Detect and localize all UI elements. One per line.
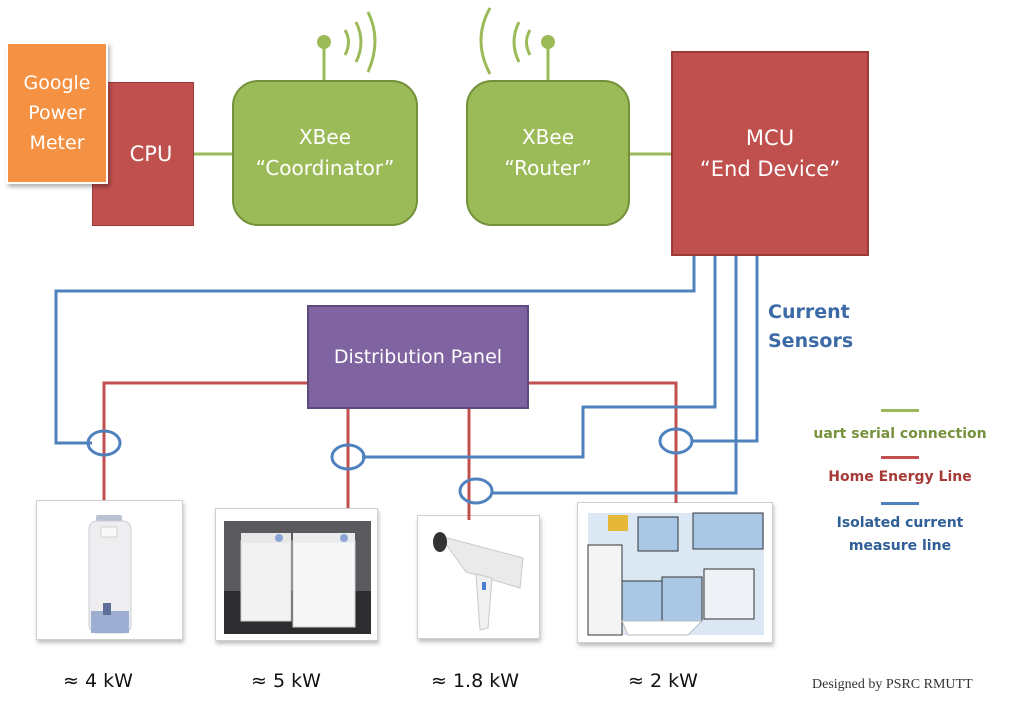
xbee-coordinator-node: XBee “Coordinator”: [232, 80, 418, 226]
legend-swatch-energy: [881, 456, 919, 459]
gpm-line-2: Power: [28, 102, 86, 124]
xbee-router-node: XBee “Router”: [466, 80, 630, 226]
sensor-3: [458, 477, 494, 505]
panel-label: Distribution Panel: [333, 346, 503, 368]
credit-text: Designed by PSRC RMUTT: [812, 677, 973, 692]
cpu-label: CPU: [129, 142, 173, 166]
sensor-1: [86, 429, 122, 457]
sensor-2: [330, 443, 366, 471]
current-sensors: [86, 427, 694, 505]
router-line-1: XBee: [521, 125, 575, 149]
power-label-water-heater: ≈ 4 kW: [63, 670, 133, 692]
router-line-2: “Router”: [504, 156, 592, 180]
power-label-hair-dryer: ≈ 1.8 kW: [430, 670, 519, 692]
coordinator-line-1: XBee: [298, 125, 352, 149]
water-heater-icon: [88, 515, 132, 634]
measure-lines: [54, 256, 759, 495]
coordinator-line-2: “Coordinator”: [255, 156, 395, 180]
appliance-washer-dryer: [215, 508, 378, 641]
gpm-line-3: Meter: [29, 132, 85, 154]
mcu-line-2: “End Device”: [699, 156, 841, 181]
appliance-water-heater: [36, 500, 183, 640]
appliance-hair-dryer: [417, 515, 540, 639]
current-sensors-label: Current Sensors: [768, 298, 853, 356]
mcu-end-device-node: MCU “End Device”: [671, 51, 869, 256]
power-label-kitchen: ≈ 2 kW: [628, 670, 698, 692]
legend-label-measure-1: Isolated current: [836, 515, 964, 531]
cpu-node: CPU: [92, 82, 194, 226]
sensor-4: [658, 427, 694, 455]
power-label-washer-dryer: ≈ 5 kW: [251, 670, 321, 692]
hair-dryer-icon: [433, 532, 524, 631]
distribution-panel-node: Distribution Panel: [307, 305, 529, 409]
legend-swatch-measure: [881, 502, 919, 505]
sensors-label-line-1: Current: [768, 301, 850, 323]
coordinator-antenna-icon: [317, 11, 377, 80]
google-power-meter-node: Google Power Meter: [6, 42, 108, 184]
washer-dryer-icon: [224, 521, 371, 634]
legend-label-uart: uart serial connection: [813, 426, 987, 442]
legend-swatch-uart: [881, 409, 919, 412]
router-antenna-icon: [479, 7, 555, 80]
mcu-line-1: MCU: [745, 125, 795, 150]
sensors-label-line-2: Sensors: [768, 330, 854, 352]
legend-label-energy: Home Energy Line: [828, 469, 972, 485]
legend-label-measure-2: measure line: [848, 538, 952, 554]
gpm-line-1: Google: [23, 72, 91, 94]
kitchen-icon: [587, 512, 764, 636]
appliance-kitchen: [577, 502, 773, 643]
